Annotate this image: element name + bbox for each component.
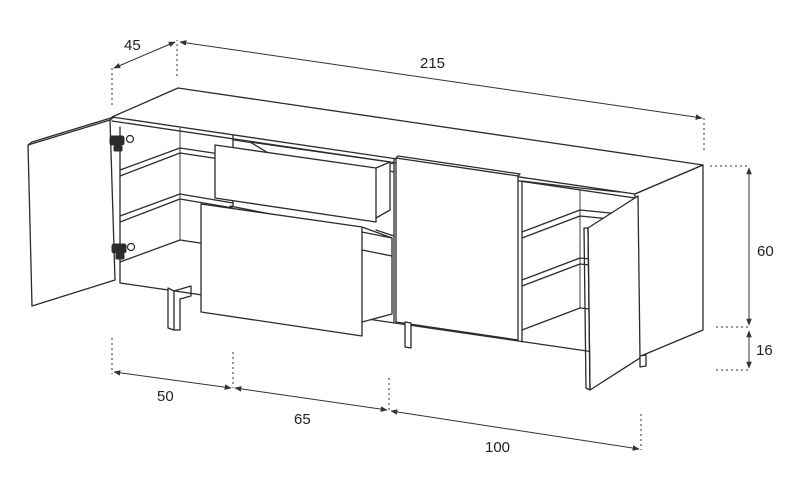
dim-height-legs-label: 16: [756, 342, 773, 359]
leg-right: [639, 354, 647, 368]
dimensions: 45 215 60 16 50 65 100: [111, 37, 774, 456]
upper-drawer: [214, 141, 391, 223]
dim-total-width-label: 215: [420, 55, 445, 72]
dim-line-total-width: [179, 40, 703, 120]
right-door: [587, 195, 641, 391]
dim-line-width-right: [390, 409, 640, 451]
closed-door: [395, 157, 519, 341]
dim-height-body-label: 60: [757, 243, 774, 260]
dim-depth-label: 45: [124, 37, 141, 54]
dim-width-middle-label: 65: [294, 411, 311, 428]
right-section: [395, 155, 647, 391]
upper-drawer-front: [214, 144, 377, 223]
dim-width-left-label: 50: [157, 388, 174, 405]
right-side-panel: [634, 164, 704, 359]
lower-drawer-front: [200, 203, 363, 337]
dim-line-width-middle: [234, 386, 388, 412]
dim-line-width-left: [113, 370, 232, 390]
lower-drawer: [200, 203, 393, 337]
hinge-bottom-icon: [111, 242, 136, 260]
middle-compartment: [167, 139, 395, 337]
hinge-top-icon: [109, 134, 135, 152]
leg-middle: [404, 321, 412, 349]
dim-width-right-label: 100: [485, 439, 510, 456]
left-door: [27, 119, 116, 307]
dim-line-depth: [113, 41, 176, 69]
leg-front-left: [167, 287, 175, 331]
